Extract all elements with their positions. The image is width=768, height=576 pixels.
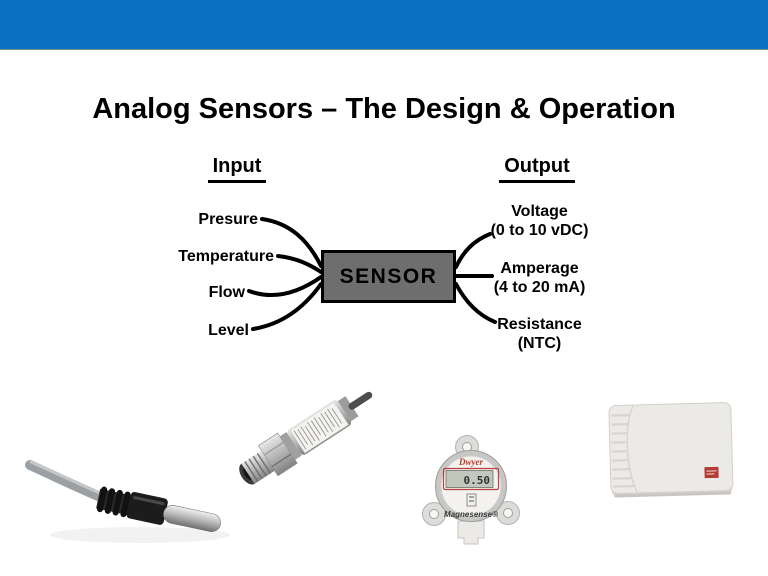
probe-rib <box>112 489 123 516</box>
transducer-thread-lines <box>244 452 272 483</box>
input-label-flow: Flow <box>208 284 245 301</box>
output-heading-text: Output <box>499 155 575 183</box>
probe-rib <box>104 488 115 514</box>
dwyer-logo: Dwyer <box>458 457 483 467</box>
magnesense-display-frame <box>442 467 500 491</box>
magnesense-button-icon <box>466 493 477 507</box>
header-bar <box>0 0 768 50</box>
room-sensor-brand-label <box>704 466 719 479</box>
input-label-presure: Presure <box>198 211 258 228</box>
line-level <box>251 282 323 331</box>
transducer-group <box>239 391 373 485</box>
probe-handle-sheen <box>133 496 165 506</box>
line-flow <box>247 275 323 297</box>
pressure-transducer-photo <box>239 391 373 485</box>
output-resistance-range: (NTC) <box>517 335 562 352</box>
probe-cable-highlight <box>29 460 109 498</box>
probe-rib <box>96 486 108 513</box>
line-temperature <box>276 254 323 274</box>
mounting-ear-hole <box>503 508 513 518</box>
output-label-amperage: Amperage (4 to 20 mA) <box>474 259 605 297</box>
output-amperage-name: Amperage <box>500 260 579 277</box>
output-voltage-range: (0 to 10 vDC) <box>490 222 589 239</box>
slide-title: Analog Sensors – The Design & Operation <box>92 93 676 125</box>
magnesense-bottom-connector <box>457 520 485 545</box>
sensor-box: SENSOR <box>321 250 456 303</box>
magnesense-sensor-photo: Dwyer 0.50 Magnesense® <box>422 435 520 545</box>
room-sensor-cover <box>608 402 734 494</box>
input-heading: Input <box>196 155 278 183</box>
probe-metal-tip <box>163 505 221 532</box>
room-sensor-vent-slats <box>610 414 634 488</box>
output-amperage-range: (4 to 20 mA) <box>493 279 586 296</box>
input-label-temperature: Temperature <box>178 248 274 265</box>
transducer-label-text-lines <box>293 408 343 450</box>
magnesense-model-label: Magnesense® <box>444 510 498 519</box>
room-sensor-photo <box>608 402 734 498</box>
sensor-box-label: SENSOR <box>339 264 438 288</box>
room-sensor-vent-boundary <box>626 405 638 493</box>
transducer-collar <box>279 432 302 460</box>
transducer-end-cap <box>337 396 359 422</box>
temperature-probe-photo <box>25 460 230 543</box>
probe-shadow <box>50 527 230 543</box>
room-sensor-group <box>608 402 734 498</box>
output-label-voltage: Voltage (0 to 10 vDC) <box>474 202 605 240</box>
output-voltage-name: Voltage <box>511 203 568 220</box>
input-heading-text: Input <box>207 155 267 183</box>
transducer-cable-stub <box>348 391 373 410</box>
hex-facet-line <box>271 453 292 468</box>
probe-handle <box>126 492 168 525</box>
hex-facet-line <box>263 441 285 456</box>
output-resistance-name: Resistance <box>497 316 582 333</box>
input-label-level: Level <box>208 322 249 339</box>
magnesense-lcd <box>445 470 494 488</box>
mounting-ear-hole <box>429 509 439 519</box>
output-label-resistance: Resistance (NTC) <box>474 315 605 353</box>
probe-cable <box>25 460 115 506</box>
output-heading: Output <box>496 155 578 183</box>
lcd-reading: 0.50 <box>464 474 491 487</box>
probe-rib <box>120 491 131 518</box>
probe-body-group <box>96 486 221 532</box>
